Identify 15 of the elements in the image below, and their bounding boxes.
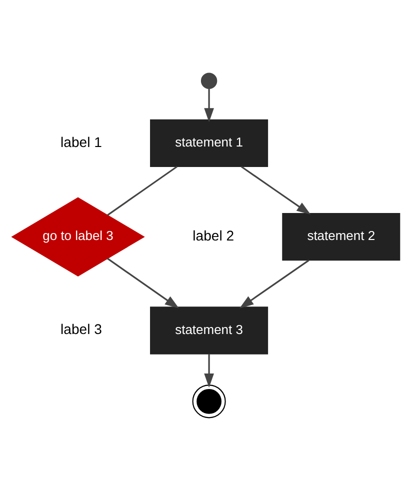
- node-box: statement 1: [150, 119, 268, 167]
- node-circle: [200, 72, 218, 90]
- node-label: label 2: [192, 228, 234, 244]
- arrow: [240, 166, 311, 215]
- node-label: label 3: [60, 321, 102, 338]
- arrow: [239, 260, 310, 308]
- node-diamond: go to label 3: [11, 197, 145, 276]
- node-label: label 1: [60, 134, 102, 150]
- node-box: statement 3: [150, 306, 268, 354]
- arrow: [204, 88, 214, 122]
- arrow: [204, 354, 214, 388]
- connector: [107, 166, 178, 216]
- node-box: statement 2: [282, 213, 400, 261]
- arrow: [106, 258, 179, 308]
- node-circle: [192, 384, 226, 418]
